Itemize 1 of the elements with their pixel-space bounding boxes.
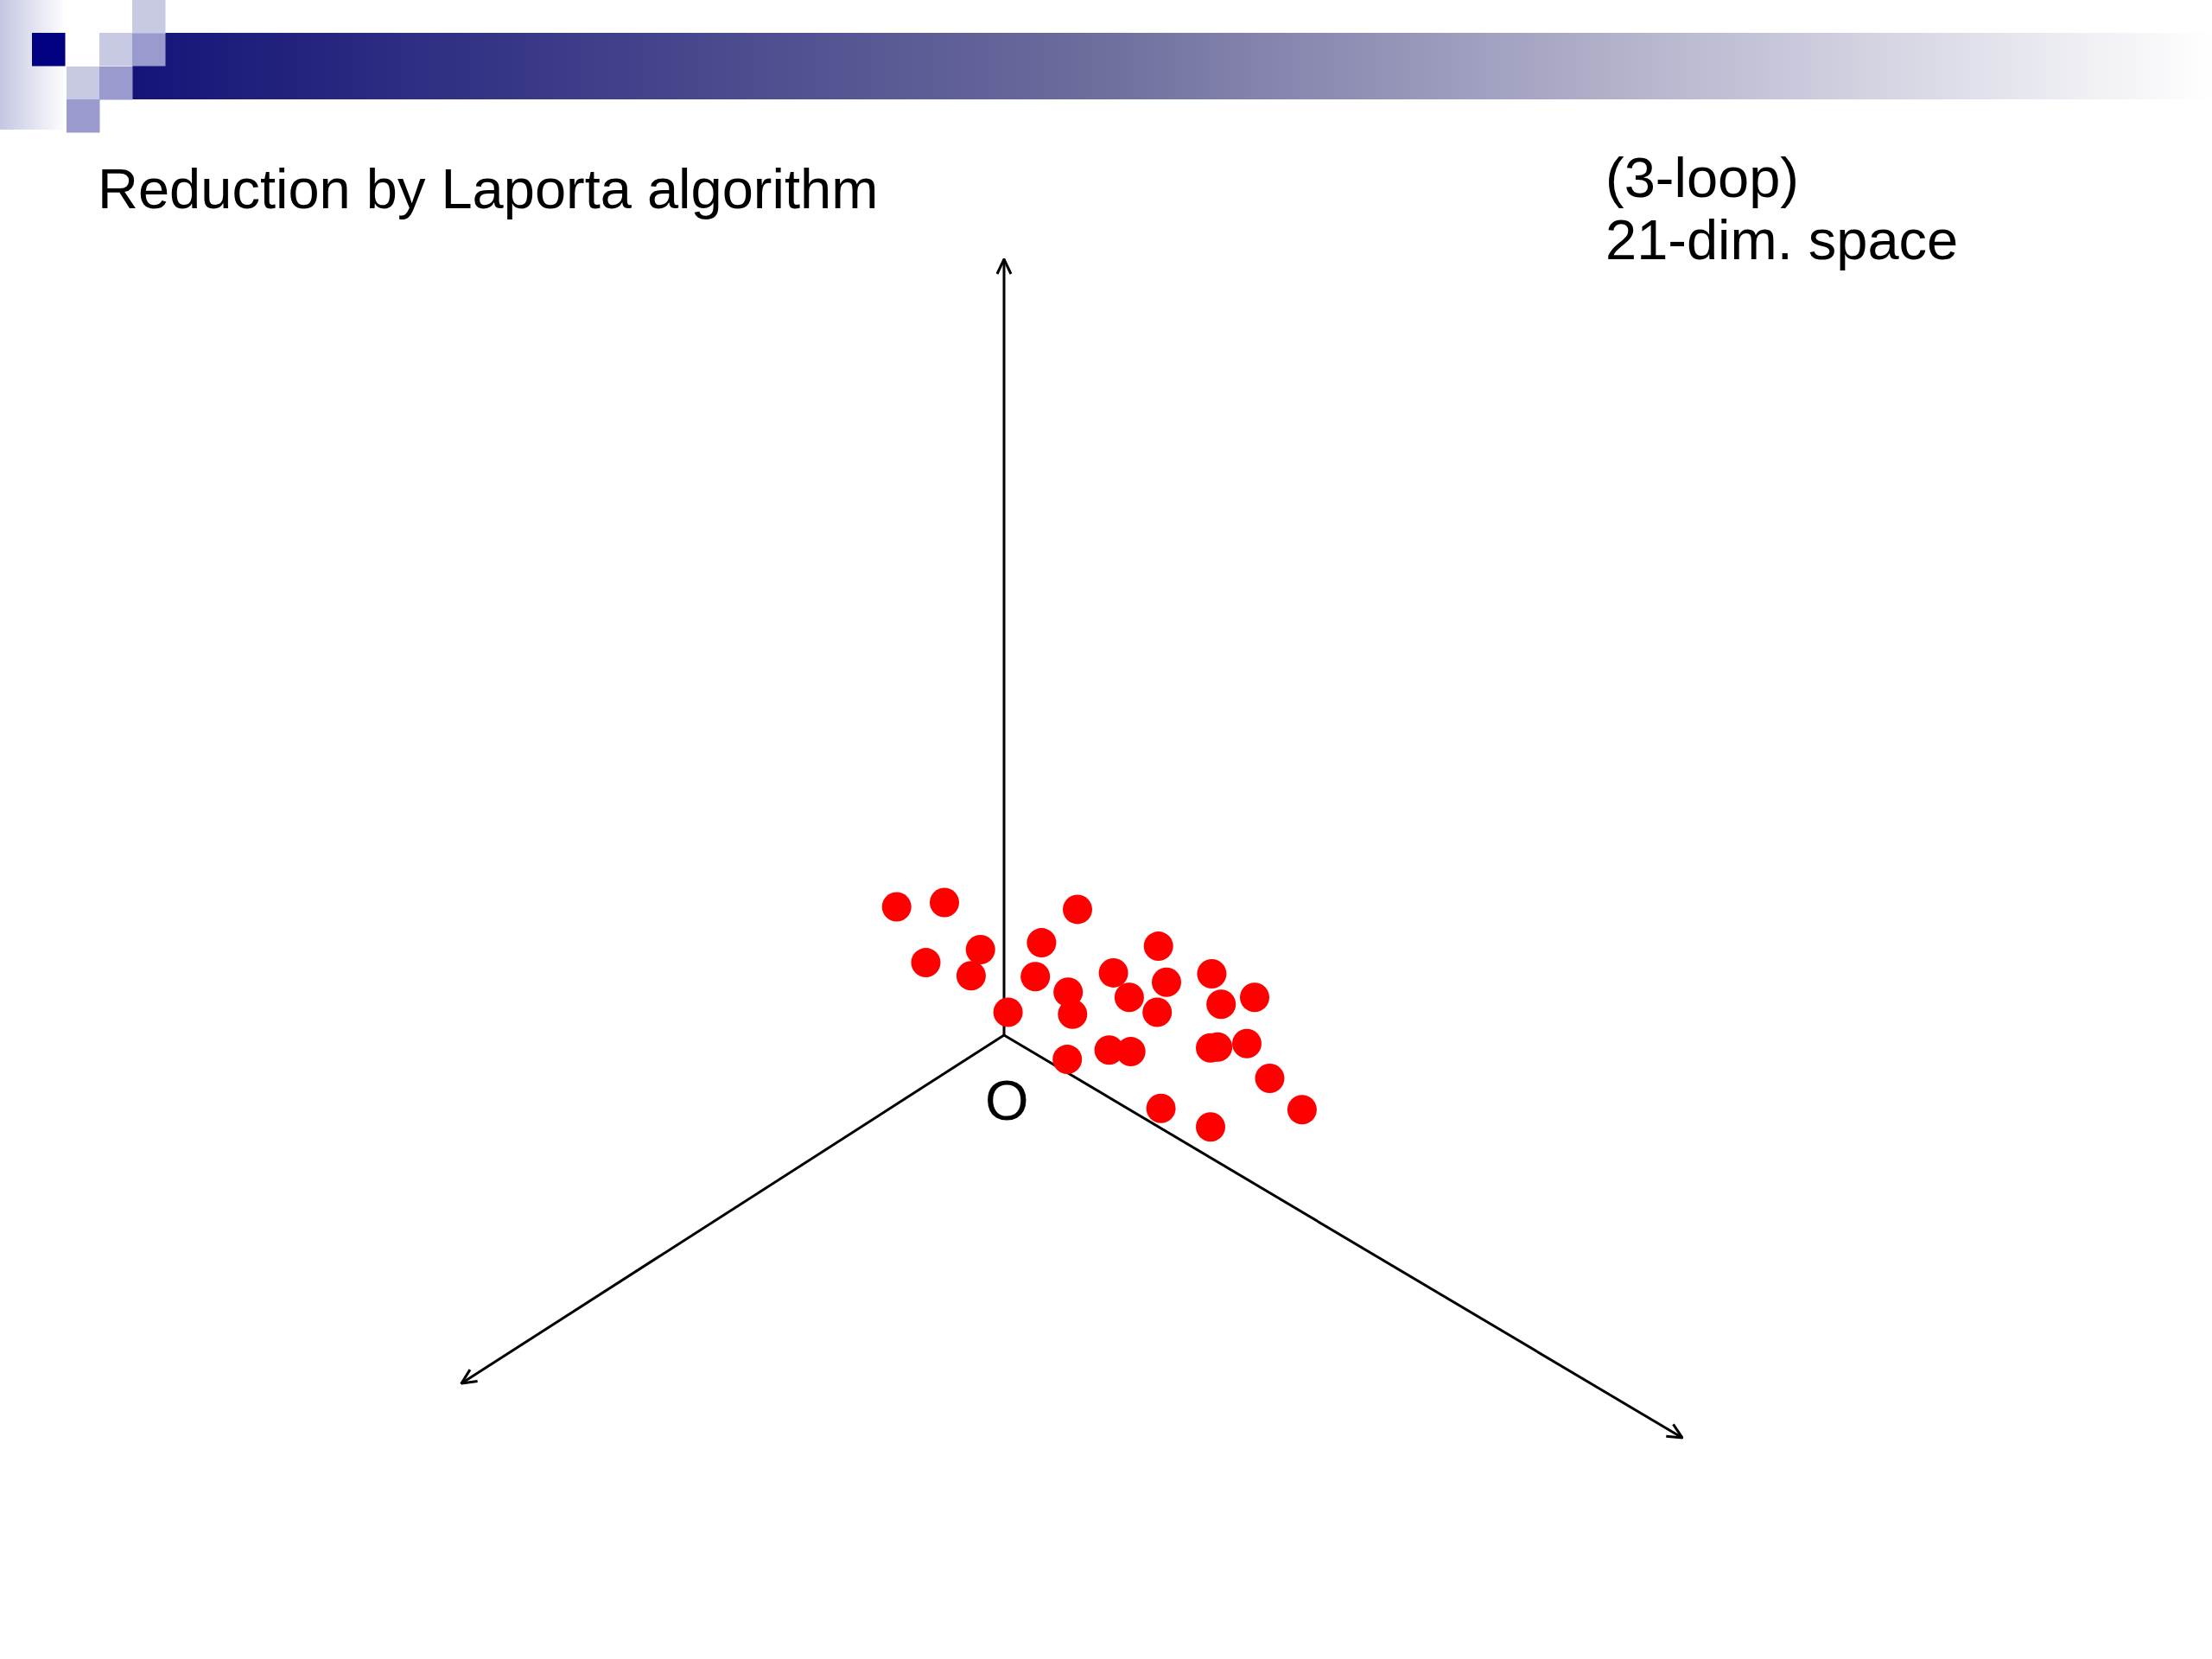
origin-label: O xyxy=(985,1072,1029,1128)
